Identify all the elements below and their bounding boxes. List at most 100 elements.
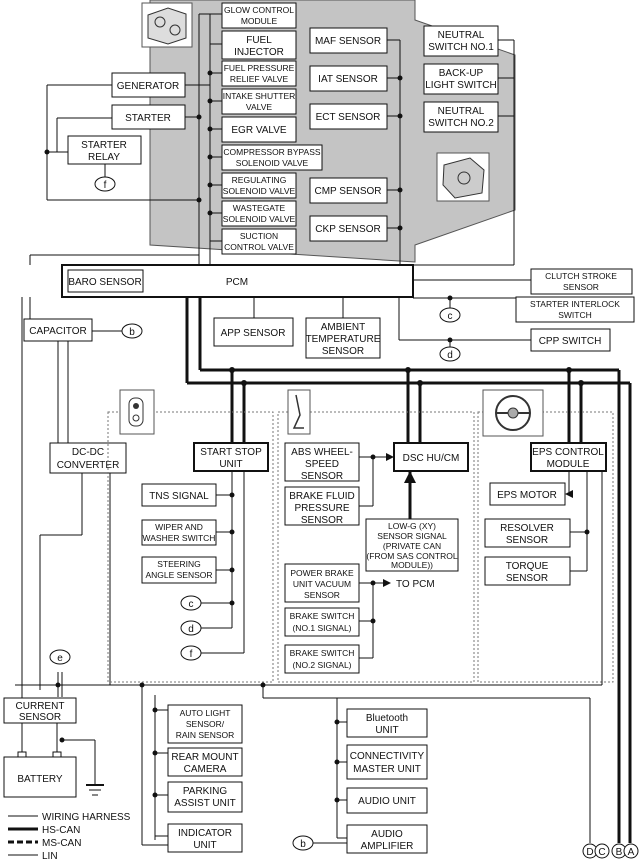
svg-text:ASSIST UNIT: ASSIST UNIT <box>174 798 236 809</box>
cmp-sensor: CMP SENSOR <box>309 177 388 204</box>
svg-text:RELAY: RELAY <box>88 152 120 163</box>
low-g-sensor-signal: LOW-G (XY) SENSOR SIGNAL (PRIVATE CAN (F… <box>365 518 459 572</box>
svg-text:UNIT: UNIT <box>375 725 398 736</box>
engine-junction-dots <box>44 70 403 231</box>
starter-interlock-switch: STARTER INTERLOCK SWITCH <box>515 296 635 323</box>
svg-text:DSC HU/CM: DSC HU/CM <box>403 453 460 464</box>
svg-text:c: c <box>448 311 453 322</box>
svg-text:NEUTRAL: NEUTRAL <box>438 106 485 117</box>
svg-text:ABS WHEEL-: ABS WHEEL- <box>291 447 353 458</box>
parking-assist-unit: PARKING ASSIST UNIT <box>167 781 243 813</box>
fuel-pressure-relief-valve: FUEL PRESSURE RELIEF VALVE <box>221 60 297 87</box>
baro-sensor: BARO SENSOR <box>67 269 144 293</box>
legend: WIRING HARNESS HS-CAN MS-CAN LIN <box>8 812 131 862</box>
svg-text:BACK-UP: BACK-UP <box>439 68 484 79</box>
svg-text:BRAKE FLUID: BRAKE FLUID <box>289 491 355 502</box>
svg-text:C: C <box>598 847 605 858</box>
battery: BATTERY <box>3 751 77 798</box>
svg-text:CMP SENSOR: CMP SENSOR <box>314 186 381 197</box>
svg-text:b: b <box>129 327 135 338</box>
tns-signal: TNS SIGNAL <box>141 483 217 507</box>
svg-text:LIGHT SWITCH: LIGHT SWITCH <box>425 80 496 91</box>
svg-text:(NO.1 SIGNAL): (NO.1 SIGNAL) <box>292 623 351 633</box>
svg-text:e: e <box>57 653 63 664</box>
svg-text:BRAKE SWITCH: BRAKE SWITCH <box>290 648 355 658</box>
hs-can-dots <box>229 367 584 386</box>
svg-text:BARO SENSOR: BARO SENSOR <box>68 277 141 288</box>
svg-text:BATTERY: BATTERY <box>17 774 63 785</box>
svg-text:SWITCH: SWITCH <box>558 310 592 320</box>
power-brake-unit-vacuum-sensor: POWER BRAKE UNIT VACUUM SENSOR <box>284 563 360 603</box>
svg-text:EGR VALVE: EGR VALVE <box>231 125 287 136</box>
dsc-hu-cm: DSC HU/CM <box>393 442 469 472</box>
transmission-icon <box>436 152 490 202</box>
svg-text:RESOLVER: RESOLVER <box>500 523 554 534</box>
svg-text:VALVE: VALVE <box>246 102 272 112</box>
svg-text:TEMPERATURE: TEMPERATURE <box>306 334 381 345</box>
svg-text:Bluetooth: Bluetooth <box>366 713 408 724</box>
wiper-washer-switch: WIPER AND WASHER SWITCH <box>141 519 217 546</box>
glow-control-module: GLOW CONTROL MODULE <box>221 2 297 29</box>
connector-e: e <box>49 649 71 665</box>
app-sensor: APP SENSOR <box>213 317 294 347</box>
key-fob-icon <box>119 389 155 435</box>
svg-text:STARTER: STARTER <box>125 113 171 124</box>
clutch-stroke-sensor: CLUTCH STROKE SENSOR <box>530 268 633 295</box>
svg-text:CURRENT: CURRENT <box>16 701 65 712</box>
iat-sensor: IAT SENSOR <box>309 65 388 92</box>
svg-text:SENSOR: SENSOR <box>506 573 548 584</box>
svg-text:MAF SENSOR: MAF SENSOR <box>315 36 381 47</box>
start-stop-unit: START STOP UNIT <box>193 442 269 472</box>
fuel-injector: FUEL INJECTOR <box>221 30 297 60</box>
indicator-unit: INDICATOR UNIT <box>167 823 243 853</box>
dc-dc-converter: DC-DC CONVERTER <box>49 442 127 474</box>
abs-wheel-speed-sensor: ABS WHEEL- SPEED SENSOR <box>284 442 360 482</box>
svg-text:APP SENSOR: APP SENSOR <box>221 328 286 339</box>
to-pcm-label: TO PCM <box>396 579 435 590</box>
capacitor-lines <box>21 297 122 690</box>
svg-text:STARTER INTERLOCK: STARTER INTERLOCK <box>530 299 620 309</box>
svg-text:CONNECTIVITY: CONNECTIVITY <box>350 751 425 762</box>
ect-sensor: ECT SENSOR <box>309 103 388 130</box>
arrow-private-can <box>404 471 416 483</box>
svg-text:SENSOR: SENSOR <box>19 712 61 723</box>
svg-text:SENSOR SIGNAL: SENSOR SIGNAL <box>377 531 447 541</box>
svg-text:EPS CONTROL: EPS CONTROL <box>532 447 604 458</box>
back-up-light-switch: BACK-UP LIGHT SWITCH <box>423 63 499 95</box>
svg-text:AUDIO: AUDIO <box>371 829 403 840</box>
svg-text:A: A <box>628 847 635 858</box>
svg-text:MODULE: MODULE <box>241 16 278 26</box>
svg-text:ECT SENSOR: ECT SENSOR <box>316 112 381 123</box>
svg-text:CONVERTER: CONVERTER <box>57 460 120 471</box>
svg-text:SOLENOID VALVE: SOLENOID VALVE <box>236 158 309 168</box>
dsc-dots <box>370 454 376 624</box>
ambient-temperature-sensor: AMBIENT TEMPERATURE SENSOR <box>305 317 381 359</box>
resolver-sensor: RESOLVER SENSOR <box>484 518 571 548</box>
wastegate-solenoid-valve: WASTEGATE SOLENOID VALVE <box>221 200 297 227</box>
egr-valve: EGR VALVE <box>221 116 297 143</box>
svg-text:PARKING: PARKING <box>183 786 227 797</box>
connector-c-low: c <box>180 595 202 611</box>
svg-text:BRAKE SWITCH: BRAKE SWITCH <box>290 611 355 621</box>
svg-text:CLUTCH STROKE: CLUTCH STROKE <box>545 271 617 281</box>
svg-text:(FROM SAS CONTROL: (FROM SAS CONTROL <box>366 551 457 561</box>
maf-sensor: MAF SENSOR <box>309 27 388 54</box>
auto-light-rain-sensor: AUTO LIGHT SENSOR/ RAIN SENSOR <box>167 704 243 744</box>
svg-text:WASTEGATE: WASTEGATE <box>233 203 286 213</box>
svg-text:b: b <box>300 839 306 850</box>
connector-c-pcm: c <box>439 307 461 323</box>
svg-text:(NO.2 SIGNAL): (NO.2 SIGNAL) <box>292 660 351 670</box>
svg-text:CAPACITOR: CAPACITOR <box>29 326 86 337</box>
dsc-group <box>277 411 475 683</box>
svg-text:GLOW CONTROL: GLOW CONTROL <box>224 5 294 15</box>
torque-sensor: TORQUE SENSOR <box>484 556 571 586</box>
brake-pedal-icon <box>287 389 311 435</box>
audio-amplifier: AUDIO AMPLIFIER <box>346 824 428 854</box>
svg-text:DC-DC: DC-DC <box>72 447 104 458</box>
svg-text:SUCTION: SUCTION <box>240 231 278 241</box>
svg-text:AUTO LIGHT: AUTO LIGHT <box>180 708 231 718</box>
svg-text:LIN: LIN <box>42 851 58 862</box>
svg-text:MODULE: MODULE <box>547 459 590 470</box>
